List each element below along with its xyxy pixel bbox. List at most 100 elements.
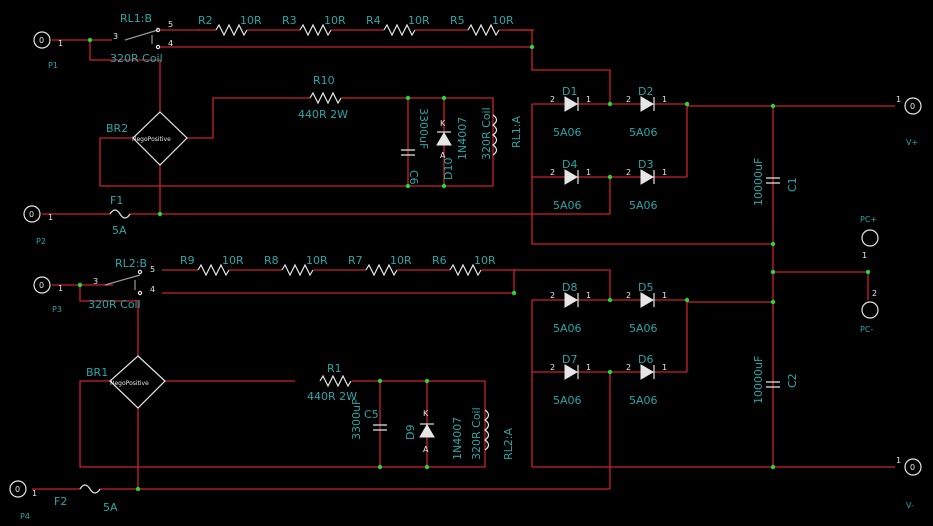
resistor-r1[interactable]: R1 440R 2W bbox=[307, 362, 357, 403]
resistor-ref: R5 bbox=[450, 14, 465, 27]
svg-text:5: 5 bbox=[150, 265, 155, 274]
diode-pin: 2 bbox=[626, 291, 631, 300]
resistor-value: 10R bbox=[474, 254, 496, 267]
svg-text:3300uF: 3300uF bbox=[350, 399, 363, 440]
diode-pin: 2 bbox=[626, 168, 631, 177]
svg-text:NegoPositive: NegoPositive bbox=[132, 136, 171, 143]
resistor-r5[interactable]: R5 10R bbox=[450, 14, 534, 37]
resistor-ref: R4 bbox=[366, 14, 381, 27]
capacitor-c6[interactable]: 3300uF C6 bbox=[401, 108, 430, 185]
diode-value: 5A06 bbox=[553, 126, 582, 139]
svg-text:RL1:B: RL1:B bbox=[120, 12, 152, 25]
svg-text:D10: D10 bbox=[442, 158, 455, 180]
svg-text:4: 4 bbox=[150, 285, 155, 294]
diode-pin: 2 bbox=[550, 291, 555, 300]
resistor-ref: R9 bbox=[180, 254, 195, 267]
diode-d1[interactable]: D1 2 1 5A06 bbox=[550, 85, 591, 139]
connector-p2[interactable]: 0 1 P2 bbox=[23, 205, 53, 246]
connector-p3[interactable]: 0 1 P3 bbox=[33, 276, 63, 314]
svg-text:C2: C2 bbox=[786, 373, 799, 388]
diode-value: 5A06 bbox=[629, 199, 658, 212]
svg-text:A: A bbox=[423, 445, 429, 454]
relay-rl1-switch[interactable]: RL1:B 3 5 4 320R Coil bbox=[110, 12, 173, 65]
diode-pin: 2 bbox=[550, 168, 555, 177]
svg-text:PC-: PC- bbox=[860, 325, 873, 334]
svg-text:5: 5 bbox=[168, 20, 173, 29]
diode-d3[interactable]: D3 2 1 5A06 bbox=[626, 158, 667, 212]
diode-ref: D5 bbox=[638, 281, 653, 294]
svg-text:1: 1 bbox=[896, 456, 901, 465]
svg-text:1: 1 bbox=[58, 284, 63, 293]
svg-text:3: 3 bbox=[113, 32, 118, 41]
fuse-f1[interactable]: F1 5A bbox=[109, 194, 131, 237]
bridge-rectifier-br2[interactable]: BR2 NegoPositive bbox=[106, 111, 188, 166]
diode-ref: D3 bbox=[638, 158, 653, 171]
svg-text:BR1: BR1 bbox=[86, 366, 108, 379]
capacitor-c1[interactable]: 10000uF C1 bbox=[752, 158, 799, 206]
diode-pin: 1 bbox=[662, 291, 667, 300]
diode-pin: 1 bbox=[586, 168, 591, 177]
diode-d5[interactable]: D5 2 1 5A06 bbox=[626, 281, 667, 335]
svg-text:3: 3 bbox=[93, 277, 98, 286]
svg-text:1: 1 bbox=[48, 213, 53, 222]
diode-pin: 1 bbox=[662, 168, 667, 177]
svg-text:0: 0 bbox=[910, 463, 915, 472]
connector-label: V+ bbox=[906, 138, 918, 147]
relay-coil-rl1[interactable]: 320R Coil RL1:A bbox=[480, 107, 523, 160]
resistor-value: 10R bbox=[492, 14, 514, 27]
resistor-value: 10R bbox=[240, 14, 262, 27]
capacitor-c2[interactable]: 10000uF C2 bbox=[752, 356, 799, 404]
connector-label: V- bbox=[906, 501, 914, 510]
svg-text:1N4007: 1N4007 bbox=[456, 117, 469, 160]
resistor-r10[interactable]: R10 440R 2W bbox=[285, 74, 352, 121]
capacitor-c5[interactable]: 3300uF C5 bbox=[350, 399, 387, 440]
resistor-ref: R3 bbox=[282, 14, 297, 27]
svg-text:F2: F2 bbox=[54, 495, 67, 508]
svg-text:1: 1 bbox=[32, 489, 37, 498]
svg-text:10000uF: 10000uF bbox=[752, 356, 765, 404]
relay-coil-rl2[interactable]: 320R Coil RL2:A bbox=[470, 407, 515, 460]
diode-value: 5A06 bbox=[629, 322, 658, 335]
diode-value: 5A06 bbox=[553, 199, 582, 212]
svg-text:0: 0 bbox=[29, 210, 34, 219]
diode-value: 5A06 bbox=[553, 394, 582, 407]
diode-d10[interactable]: K A D10 1N4007 bbox=[436, 117, 469, 180]
connector-p1[interactable]: 0 1 P1 bbox=[33, 31, 63, 70]
diode-pin: 1 bbox=[586, 95, 591, 104]
connector-vminus[interactable]: 0 1 V- bbox=[896, 456, 922, 510]
svg-text:2: 2 bbox=[872, 289, 877, 298]
svg-text:10000uF: 10000uF bbox=[752, 158, 765, 206]
diode-value: 5A06 bbox=[629, 126, 658, 139]
junctions bbox=[77, 37, 871, 492]
svg-text:1: 1 bbox=[58, 39, 63, 48]
svg-text:1: 1 bbox=[862, 251, 867, 260]
fuse-f2[interactable]: F2 5A bbox=[54, 484, 118, 514]
diode-d9[interactable]: K A D9 1N4007 bbox=[404, 409, 464, 460]
svg-text:320R Coil: 320R Coil bbox=[110, 52, 163, 65]
svg-text:440R 2W: 440R 2W bbox=[298, 108, 348, 121]
diode-ref: D1 bbox=[562, 85, 577, 98]
bridge-rectifier-br1[interactable]: BR1 NegoPositive bbox=[86, 355, 166, 409]
diode-pin: 2 bbox=[550, 95, 555, 104]
connector-label: P1 bbox=[48, 61, 58, 70]
relay-rl2-switch[interactable]: RL2:B 3 5 4 320R Coil bbox=[88, 257, 155, 311]
connector-p4[interactable]: 0 1 P4 bbox=[9, 480, 37, 521]
svg-text:RL2:B: RL2:B bbox=[115, 257, 147, 270]
connector-pc[interactable]: PC+ 1 2 PC- bbox=[860, 215, 879, 334]
connector-vplus[interactable]: 0 1 V+ bbox=[896, 95, 922, 147]
svg-text:4: 4 bbox=[168, 39, 173, 48]
